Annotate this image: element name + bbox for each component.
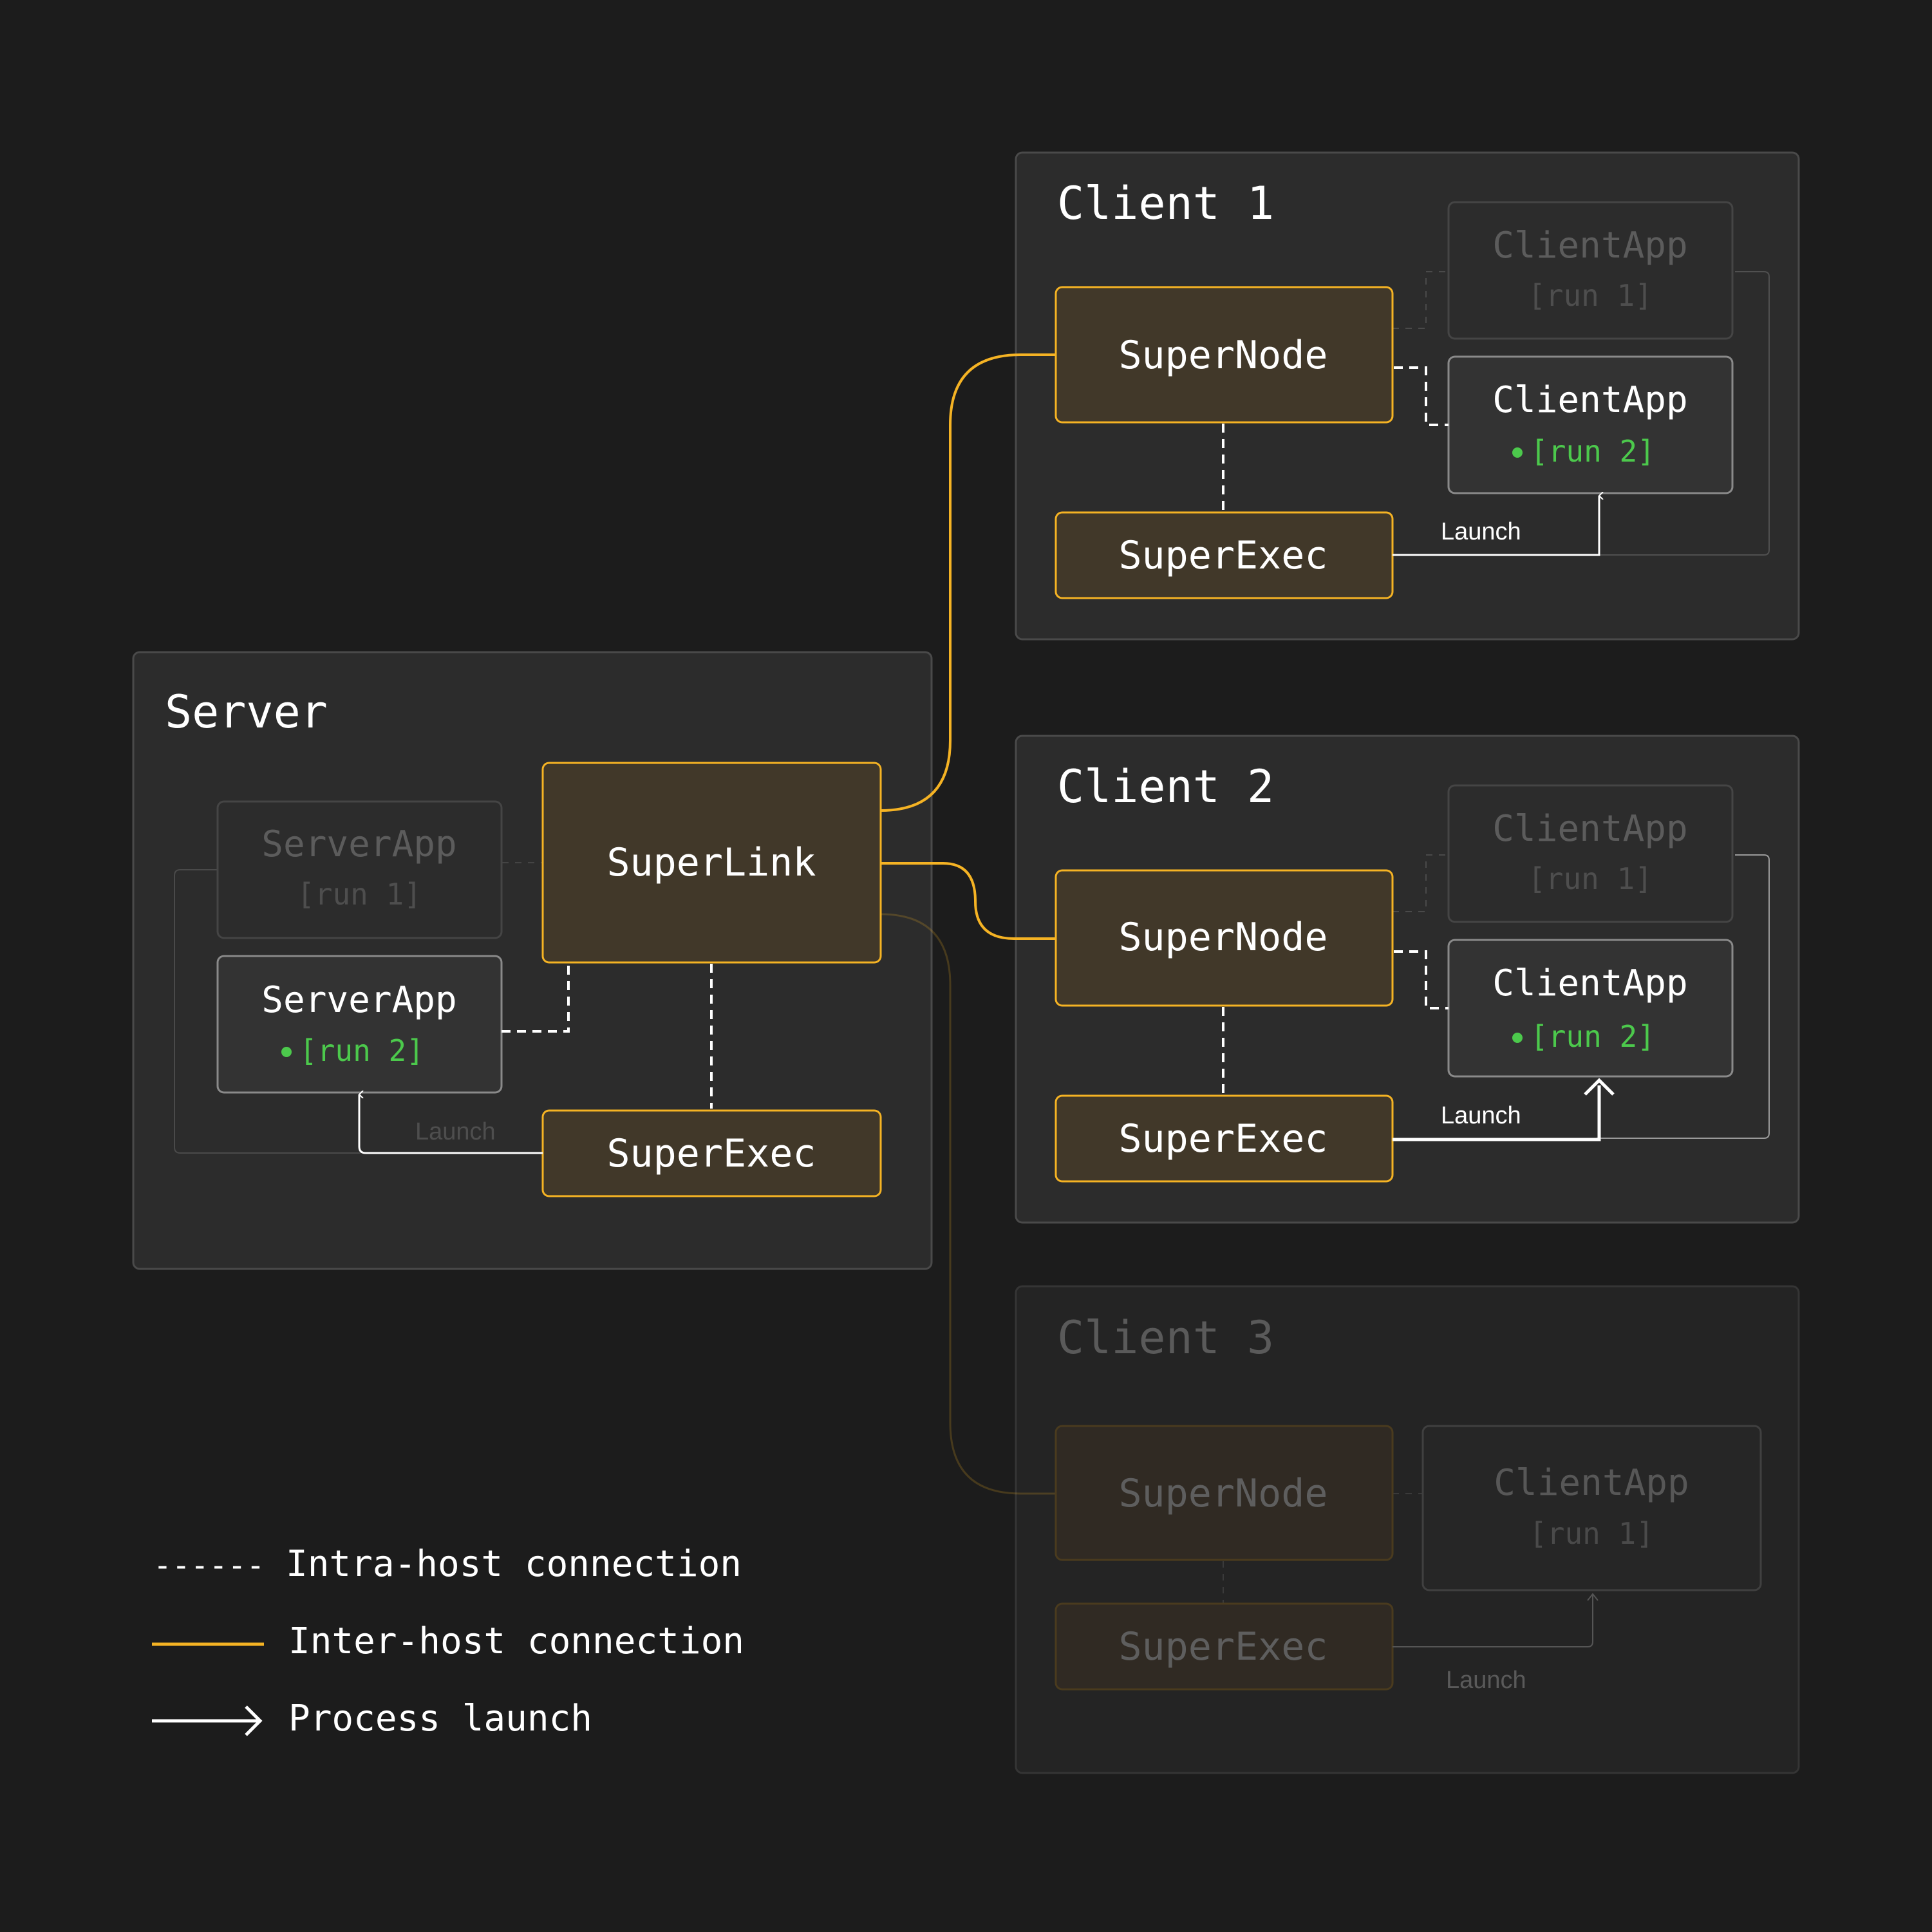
client1-title: Client 1	[1057, 177, 1274, 230]
client2-clientapp-run2-run: [run 2]	[1530, 1019, 1655, 1054]
client2-run1-dash	[1393, 854, 1449, 912]
client3-launch-line	[1393, 1595, 1593, 1647]
client1-supernode-label: SuperNode	[1118, 333, 1327, 378]
serverapp-run2-box	[216, 955, 503, 1094]
client1-superexec-label: SuperExec	[1118, 533, 1327, 578]
serverapp-run2-name: ServerApp	[261, 979, 456, 1021]
client3-contents: SuperNode SuperExec ClientApp [run 1] La…	[1055, 1425, 1762, 1694]
client1-supernode-box	[1055, 286, 1394, 424]
superlink-client2-connection	[881, 862, 1056, 940]
legend-inter-label: Inter-host connection	[288, 1620, 744, 1662]
client2-clientapp-run1-name: ClientApp	[1492, 808, 1687, 850]
client2-clientapp-run2-box	[1447, 939, 1734, 1078]
client2-title: Client 2	[1057, 760, 1274, 813]
client1-launch-loop-run1	[1597, 271, 1770, 556]
client1-supernode-clientapp-dashed	[1394, 366, 1449, 426]
serverapp-run1-box	[216, 800, 503, 939]
client2-clientapp-run1-run: [run 1]	[1528, 861, 1653, 896]
server-launch-loop-run1	[174, 869, 361, 1154]
client2-launch-arrow	[1393, 1085, 1601, 1141]
superlink-label: SuperLink	[606, 840, 816, 885]
client1-clientapp-run1-name: ClientApp	[1492, 225, 1687, 267]
client3-clientapp-run1-name: ClientApp	[1494, 1462, 1689, 1504]
client3-clientapp-run1-run: [run 1]	[1529, 1516, 1654, 1551]
client2-run2-active-dot	[1512, 1033, 1523, 1043]
client2-supernode-label: SuperNode	[1118, 915, 1327, 960]
client2-superexec-label: SuperExec	[1118, 1116, 1327, 1161]
client2-launch-arrowhead	[1584, 1078, 1615, 1096]
client2-clientapp-run1-box	[1447, 784, 1734, 923]
serverapp-run2-run: [run 2]	[299, 1033, 424, 1068]
client1-clientapp-run2-run: [run 2]	[1530, 434, 1655, 469]
client3-launch-arrowhead	[1587, 1593, 1599, 1601]
serverapp-run2-active-dot	[281, 1047, 292, 1057]
server-launch-label: Launch	[415, 1118, 496, 1145]
serverapp-superlink-dashed	[502, 964, 570, 1033]
client1-clientapp-run1-run: [run 1]	[1528, 278, 1653, 313]
client2-launch-label: Launch	[1441, 1102, 1521, 1129]
client1-launch-arrow	[1393, 496, 1599, 556]
superlink-client1-connection	[880, 353, 1056, 812]
client3-supernode-box	[1055, 1425, 1394, 1561]
client1-run1-dash	[1393, 271, 1449, 329]
server-superexec-label: SuperExec	[606, 1131, 816, 1176]
client3-superexec-label: SuperExec	[1118, 1624, 1327, 1669]
client3-title: Client 3	[1057, 1311, 1274, 1364]
legend-intra-symbol: ------	[153, 1548, 265, 1584]
client2-supernode-clientapp-dashed	[1394, 950, 1449, 1009]
serverapp-run1-run: [run 1]	[297, 877, 422, 912]
legend-intra-label: Intra-host connection	[286, 1543, 742, 1585]
superlink-box	[541, 762, 882, 964]
client3-launch-label: Launch	[1446, 1667, 1526, 1694]
server-title: Server	[165, 686, 328, 738]
client2-clientapp-run2-name: ClientApp	[1492, 962, 1687, 1004]
legend-launch-label: Process launch	[288, 1698, 592, 1740]
superlink-client3-connection	[880, 913, 1056, 1495]
client2-launch-loop-run1	[1597, 854, 1770, 1139]
legend: ------ Intra-host connection Inter-host …	[152, 1543, 744, 1740]
server-launch-arrow	[358, 1094, 543, 1154]
client2-supernode-box	[1055, 869, 1394, 1007]
client1-clientapp-run2-box	[1447, 355, 1734, 494]
legend-launch-arrowhead	[245, 1705, 263, 1736]
client1-run2-active-dot	[1512, 447, 1523, 458]
client1-launch-label: Launch	[1441, 518, 1521, 545]
client3-supernode-label: SuperNode	[1118, 1471, 1327, 1516]
client1-clientapp-run2-name: ClientApp	[1492, 379, 1687, 421]
client3-clientapp-run1-box	[1421, 1425, 1762, 1591]
serverapp-run1-name: ServerApp	[261, 823, 456, 865]
client1-clientapp-run1-box	[1447, 201, 1734, 340]
